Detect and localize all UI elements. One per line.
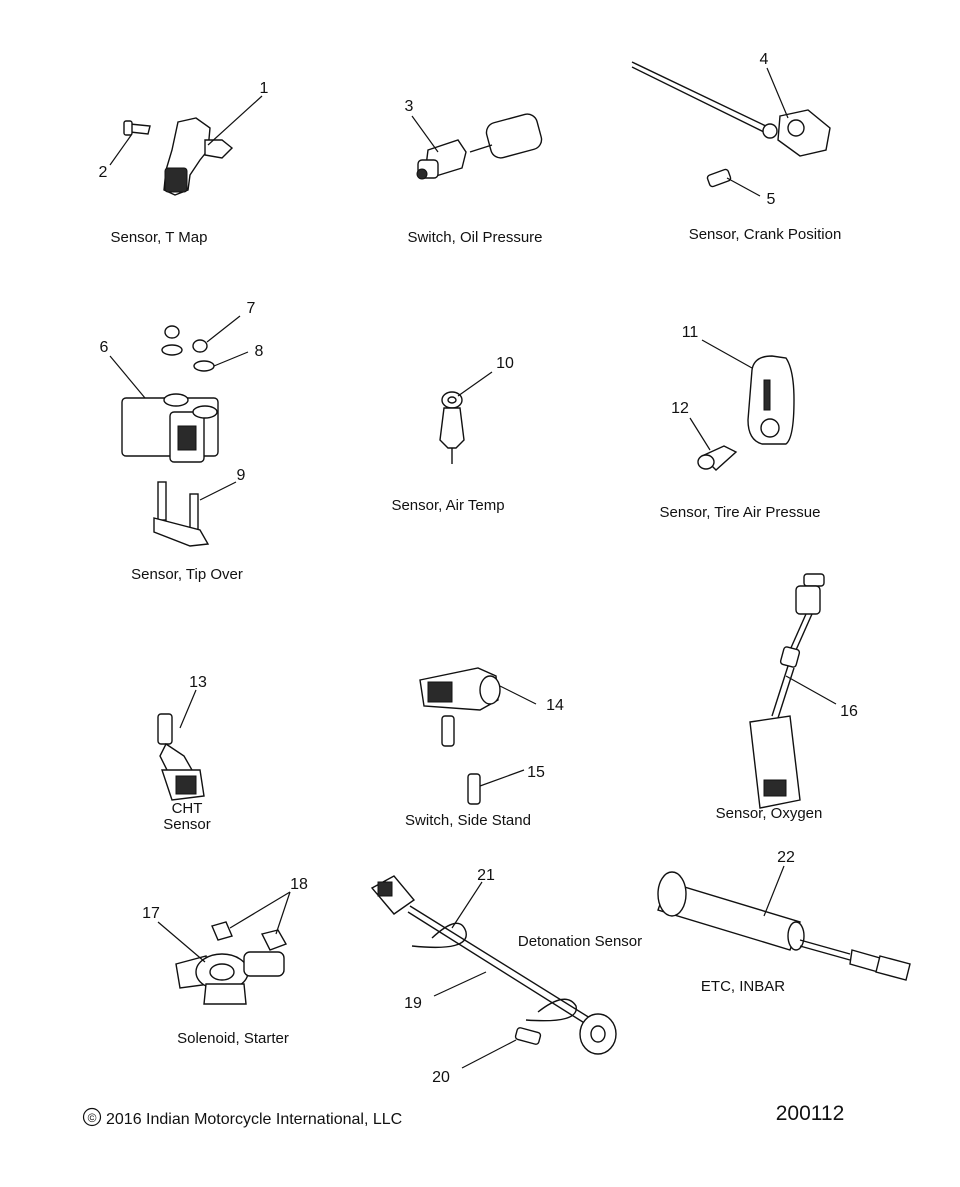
callout-7: 7	[247, 300, 256, 317]
document-number: 200112	[776, 1102, 845, 1125]
oxygen-sensor-drawing	[749, 573, 825, 809]
leader-13	[179, 689, 197, 729]
label-tire-air: Sensor, Tire Air Pressue	[660, 504, 821, 521]
label-etc: ETC, INBAR	[701, 978, 785, 995]
leader-22	[763, 865, 785, 917]
callout-13: 13	[189, 674, 207, 691]
leader-19	[433, 971, 487, 997]
label-air-temp: Sensor, Air Temp	[391, 497, 504, 514]
callout-6: 6	[100, 339, 109, 356]
callout-3: 3	[405, 98, 414, 115]
callout-17: 17	[142, 905, 160, 922]
copyright-symbol: ©	[88, 1111, 97, 1125]
callout-5: 5	[767, 191, 776, 208]
label-cht-line1: CHT	[172, 800, 203, 817]
leader-21	[451, 881, 483, 929]
label-crank-position: Sensor, Crank Position	[689, 226, 842, 243]
copyright-text: 2016 Indian Motorcycle International, LL…	[106, 1111, 402, 1128]
leader-15	[479, 769, 525, 787]
copyright-notice: © 2016 Indian Motorcycle International, …	[82, 1107, 402, 1128]
leader-14	[499, 685, 537, 705]
callout-22: 22	[777, 849, 795, 866]
callout-14: 14	[546, 697, 564, 714]
tip-over-sensor-drawing	[121, 325, 219, 547]
oil-pressure-switch-drawing	[416, 113, 543, 180]
leader-12	[689, 417, 711, 451]
label-oil-pressure: Switch, Oil Pressure	[407, 229, 542, 246]
callout-8: 8	[255, 343, 264, 360]
t-map-sensor-drawing	[123, 117, 234, 196]
leader-4	[766, 67, 789, 119]
detonation-sensor-drawing	[370, 875, 617, 1055]
leader-3	[411, 115, 439, 153]
callout-12: 12	[671, 400, 689, 417]
label-detonation: Detonation Sensor	[518, 933, 642, 950]
starter-solenoid-drawing	[175, 921, 288, 1005]
callout-11: 11	[682, 324, 699, 341]
label-oxygen: Sensor, Oxygen	[716, 805, 823, 822]
callout-19: 19	[404, 995, 422, 1012]
label-cht-line2: Sensor	[163, 816, 211, 833]
callout-10: 10	[496, 355, 514, 372]
label-tip-over: Sensor, Tip Over	[131, 566, 243, 583]
leader-10	[457, 371, 493, 397]
label-t-map: Sensor, T Map	[110, 229, 207, 246]
etc-inbar-drawing	[657, 871, 911, 981]
leader-1	[207, 95, 263, 146]
callout-21: 21	[477, 867, 495, 884]
callout-20: 20	[432, 1069, 450, 1086]
callout-2: 2	[99, 164, 108, 181]
side-stand-switch-drawing	[419, 667, 501, 805]
cht-sensor-drawing	[157, 713, 205, 801]
leader-7	[206, 315, 241, 343]
callout-15: 15	[527, 764, 545, 781]
leader-18a	[229, 891, 291, 929]
leader-9	[199, 481, 237, 501]
copyright-icon	[82, 1107, 102, 1127]
leader-11	[701, 339, 753, 369]
leader-20	[461, 1039, 517, 1069]
callout-18: 18	[290, 876, 308, 893]
leader-6	[109, 355, 146, 399]
callout-9: 9	[237, 467, 246, 484]
callout-1: 1	[260, 80, 269, 97]
leader-17	[157, 921, 206, 963]
leader-16	[785, 675, 837, 705]
air-temp-sensor-drawing	[439, 391, 465, 464]
label-side-stand: Switch, Side Stand	[405, 812, 531, 829]
callout-16: 16	[840, 703, 858, 720]
label-starter: Solenoid, Starter	[177, 1030, 289, 1047]
leader-2	[109, 133, 133, 166]
callout-4: 4	[760, 51, 769, 68]
tire-air-sensor-drawing	[697, 355, 795, 471]
leader-8	[213, 351, 249, 367]
leader-5	[726, 177, 761, 197]
leader-18b	[275, 891, 291, 935]
crank-position-sensor-drawing	[631, 61, 831, 188]
